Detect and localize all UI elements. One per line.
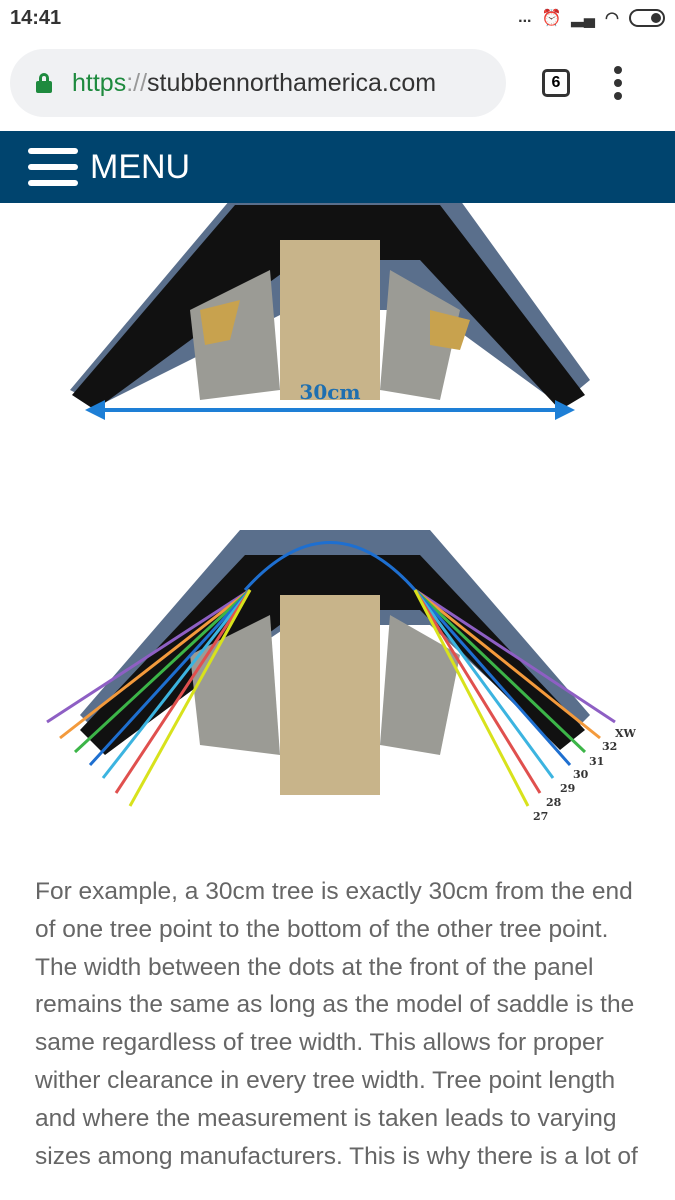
browser-toolbar: https://stubbennorthamerica.com 6 [0,36,675,130]
status-bar: 14:41 ... ⏰ ▂▄ ◠ [0,0,675,36]
left-size-line-28 [114,589,252,794]
size-label-28: 28 [546,796,562,809]
size-label-30: 30 [573,768,589,781]
url-separator: :// [126,68,148,97]
site-nav-bar: MENU [0,131,675,203]
tree-size-lines-image: XW 32 31 30 29 28 27 [46,530,637,823]
hamburger-icon[interactable] [28,148,78,186]
right-size-line-28 [413,589,542,794]
left-size-line-29 [101,589,252,779]
size-label-31: 31 [589,755,604,768]
size-label-29: 29 [560,782,575,795]
right-size-line-31 [413,588,587,754]
body-paragraph: For example, a 30cm tree is exactly 30cm… [35,878,638,1170]
left-size-line-30 [88,588,252,767]
right-size-line-30 [413,589,572,766]
clock: 14:41 [10,6,62,29]
battery-icon [629,9,665,27]
alarm-icon: ⏰ [541,10,562,27]
wifi-icon: ◠ [605,10,619,27]
size-label-xw: XW [615,727,637,740]
more-options-icon[interactable] [614,66,622,100]
address-bar[interactable]: https://stubbennorthamerica.com [10,49,506,117]
signal-icon: ▂▄ [571,10,596,27]
left-size-line-27 [128,589,252,807]
left-size-line-32 [59,588,251,740]
left-size-line-xw [46,588,251,724]
measure-label: 30cm [299,380,360,404]
tab-switcher-button[interactable]: 6 [542,69,570,97]
notification-dots-icon: ... [518,9,532,26]
right-size-line-27 [413,589,530,807]
menu-button[interactable]: MENU [90,147,191,186]
right-size-line-29 [413,589,555,779]
right-size-line-xw [414,588,616,724]
saddle-tree-width-image: 30cm [70,200,590,420]
size-label-27: 27 [533,810,548,823]
lock-icon [36,73,52,93]
right-size-line-32 [414,588,601,740]
left-size-line-31 [73,588,252,754]
size-label-32: 32 [602,740,617,753]
url-scheme: https [72,68,127,97]
url-host: stubbennorthamerica.com [147,68,437,97]
